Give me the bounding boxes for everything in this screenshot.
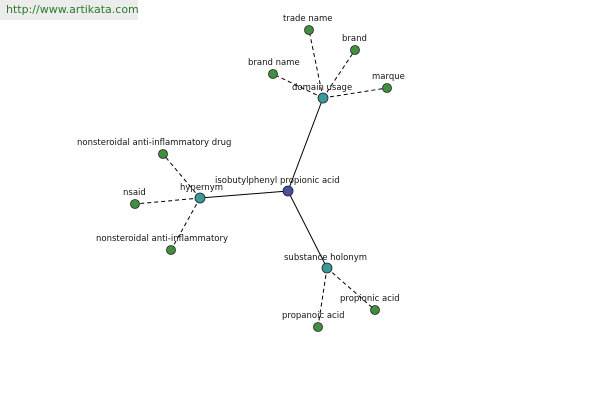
node-brand[interactable] [350, 45, 360, 55]
node-label-marque: marque [372, 72, 405, 82]
node-label-brand-name: brand name [248, 58, 300, 68]
watermark-url: http://www.artikata.com [0, 0, 139, 20]
edge-domain-usage-to-brand [322, 49, 356, 99]
node-nsaid-full[interactable] [158, 149, 168, 159]
node-label-substance-holonym: substance holonym [284, 253, 367, 263]
node-label-domain-usage: domain usage [292, 83, 352, 93]
node-marque[interactable] [382, 83, 392, 93]
node-center[interactable] [282, 185, 294, 197]
node-label-propionic-acid: propionic acid [340, 294, 400, 304]
node-label-nsai: nonsteroidal anti-inflammatory [96, 234, 228, 244]
node-label-trade-name: trade name [283, 14, 332, 24]
node-label-nsaid: nsaid [123, 188, 146, 198]
edge-domain-usage-to-marque [322, 87, 388, 99]
edge-hypernym-to-nsaid [134, 197, 201, 205]
node-brand-name[interactable] [268, 69, 278, 79]
node-label-center: isobutylphenyl propionic acid [215, 176, 340, 186]
edge-domain-usage-to-trade-name [308, 29, 324, 99]
node-label-propanoic-acid: propanoic acid [282, 311, 344, 321]
edge-hypernym-to-nsaid-full [162, 153, 201, 199]
node-domain-usage[interactable] [317, 92, 329, 104]
node-hypernym[interactable] [194, 192, 206, 204]
edge-substance-holonym-to-propanoic-acid [317, 267, 328, 328]
node-substance-holonym[interactable] [321, 262, 333, 274]
edge-substance-holonym-to-propionic-acid [326, 267, 376, 311]
node-trade-name[interactable] [304, 25, 314, 35]
edge-center-to-hypernym [199, 190, 289, 199]
node-propionic-acid[interactable] [370, 305, 380, 315]
node-propanoic-acid[interactable] [313, 322, 323, 332]
edge-domain-usage-to-brand-name [272, 73, 324, 99]
node-label-hypernym: hypernym [180, 183, 223, 193]
edges-layer [134, 29, 388, 328]
node-label-nsaid-full: nonsteroidal anti-inflammatory drug [77, 138, 231, 148]
node-nsaid[interactable] [130, 199, 140, 209]
nodes-layer [130, 25, 392, 332]
edge-hypernym-to-nsai [170, 197, 201, 251]
edge-center-to-domain-usage [287, 97, 324, 192]
labels-layer: isobutylphenyl propionic acid domain usag… [77, 14, 405, 321]
node-label-brand: brand [342, 34, 367, 44]
edge-center-to-substance-holonym [287, 190, 328, 269]
node-nsai[interactable] [166, 245, 176, 255]
